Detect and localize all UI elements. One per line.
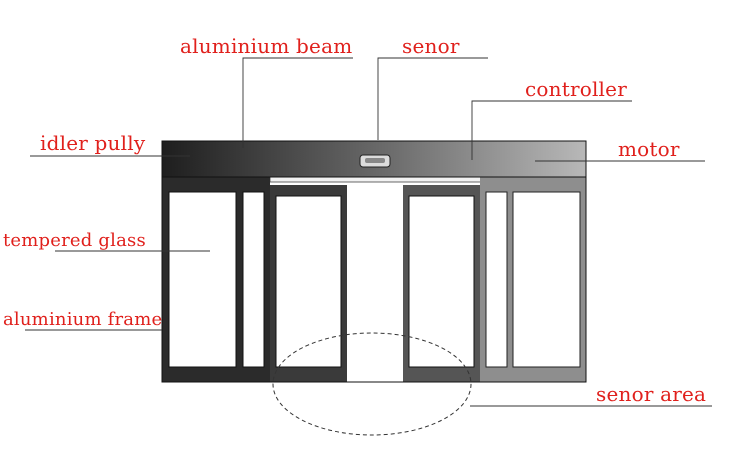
right-fixed-panel (480, 177, 586, 382)
label-senor: senor (402, 34, 460, 58)
label-tempered-glass: tempered glass (3, 230, 146, 251)
label-aluminium-beam: aluminium beam (180, 34, 353, 58)
leader-lines (25, 57, 712, 407)
leader-controller (471, 100, 632, 160)
right-sliding-panel (403, 185, 480, 382)
leader-aluminium-beam (242, 57, 353, 148)
label-idler-pully: idler pully (40, 131, 146, 155)
sensor-device (359, 154, 391, 168)
leader-senor (377, 57, 488, 140)
left-fixed-panel (162, 177, 270, 382)
sensor-area-ellipse (272, 332, 472, 436)
label-aluminium-frame: aluminium frame (3, 309, 163, 330)
aluminium-frame (161, 176, 587, 383)
label-controller: controller (525, 77, 627, 101)
label-senor-area: senor area (596, 382, 707, 406)
label-motor: motor (618, 137, 680, 161)
track-strip (269, 176, 483, 183)
left-sliding-panel (270, 185, 347, 382)
